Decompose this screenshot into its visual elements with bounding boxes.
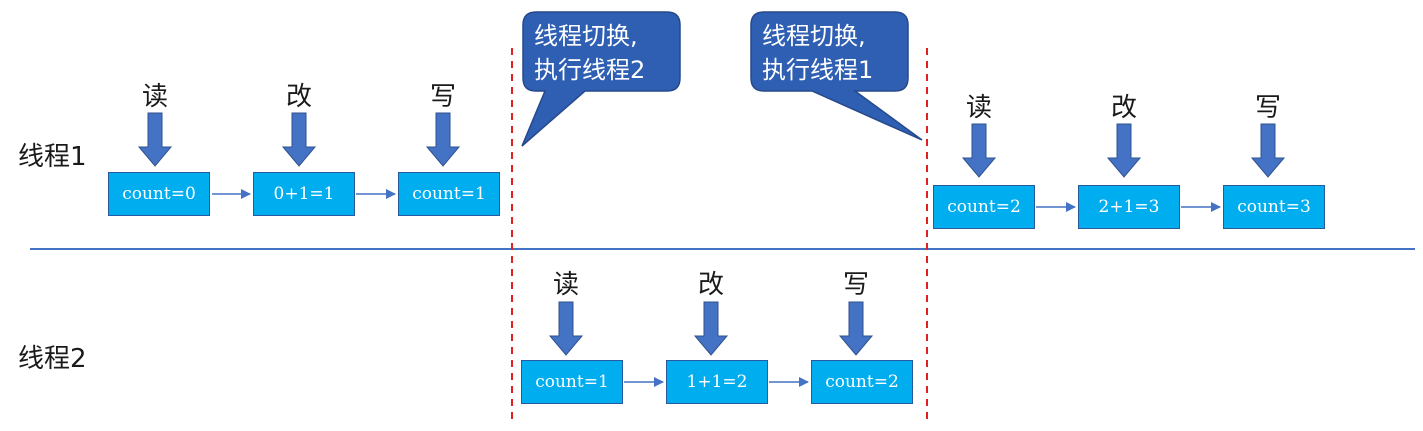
- state-box: count=2: [933, 185, 1035, 229]
- op-modify-label: 改: [1110, 93, 1137, 123]
- op-read-label: 读: [552, 270, 579, 300]
- down-arrow-icon: [281, 112, 317, 167]
- down-arrow-icon: [1250, 123, 1286, 178]
- state-box: count=2: [811, 360, 913, 404]
- callout-switch-to-t1-line2: 执行线程1: [762, 56, 874, 84]
- thread-2-label: 线程2: [18, 344, 87, 374]
- down-arrow-icon: [425, 112, 461, 167]
- state-box: count=1: [398, 172, 500, 216]
- state-box: 0+1=1: [253, 172, 355, 216]
- down-arrow-icon: [1106, 123, 1142, 178]
- op-modify-label: 改: [697, 270, 724, 300]
- down-arrow-icon: [548, 301, 584, 356]
- down-arrow-icon: [693, 301, 729, 356]
- state-box: count=1: [521, 360, 623, 404]
- down-arrow-icon: [838, 301, 874, 356]
- op-modify-label: 改: [285, 82, 312, 112]
- down-arrow-icon: [961, 123, 997, 178]
- op-read-label: 读: [965, 93, 992, 123]
- state-box: count=0: [108, 172, 210, 216]
- state-box: 2+1=3: [1078, 185, 1180, 229]
- op-write-label: 写: [842, 270, 869, 300]
- thread-1-label: 线程1: [18, 142, 87, 172]
- callout-bubble-switch-to-t2: [521, 11, 681, 147]
- callout-bubble-switch-to-t1: [750, 11, 923, 141]
- callout-switch-to-t1-line1: 线程切换,: [762, 22, 866, 50]
- op-write-label: 写: [429, 82, 456, 112]
- state-box: count=3: [1223, 185, 1325, 229]
- callout-switch-to-t2-line1: 线程切换,: [534, 22, 638, 50]
- down-arrow-icon: [137, 112, 173, 167]
- op-read-label: 读: [141, 82, 168, 112]
- state-box: 1+1=2: [666, 360, 768, 404]
- callout-switch-to-t2-line2: 执行线程2: [534, 56, 646, 84]
- op-write-label: 写: [1254, 93, 1281, 123]
